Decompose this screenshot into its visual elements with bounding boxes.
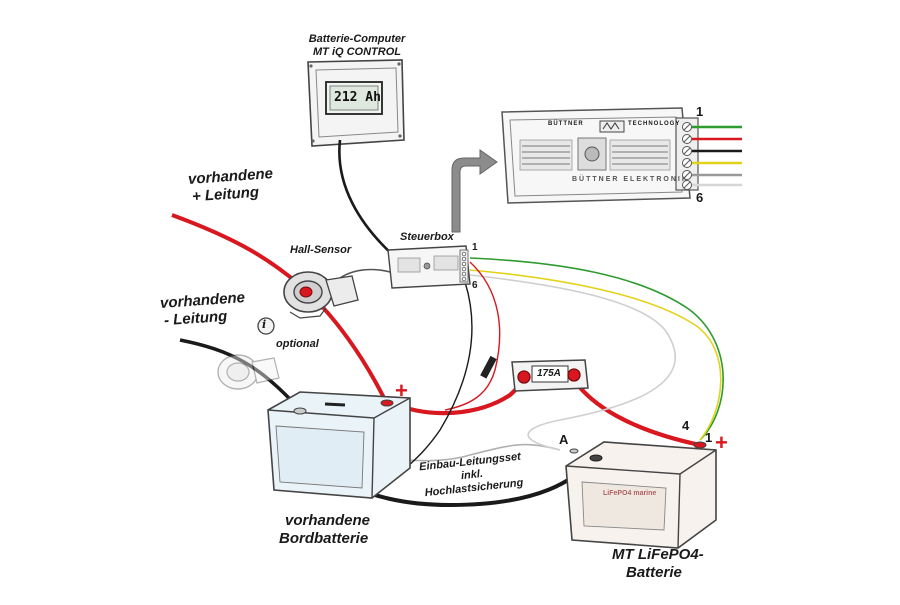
- computer-title-line2: MT iQ CONTROL: [313, 46, 401, 58]
- signal-wire-red: [444, 261, 501, 411]
- existing-minus-wire: [179, 338, 302, 412]
- steuerbox: [387, 245, 471, 289]
- lifepo-plus-terminal: +: [715, 430, 728, 455]
- lifepo4-batterie: [565, 441, 717, 549]
- signal-wire-green: [469, 257, 724, 441]
- computer-cable: [338, 139, 395, 257]
- bordbatterie-label-line2: Bordbatterie: [279, 530, 369, 547]
- steuerbox-pin-6: 6: [472, 280, 478, 291]
- display-value: 212 Ah: [334, 90, 381, 105]
- battery-computer: [307, 59, 405, 147]
- bord-plus-terminal: +: [395, 378, 408, 403]
- computer-title-line1: Batterie-Computer: [308, 33, 406, 45]
- enlarged-steuerbox: [501, 107, 742, 204]
- enlarged-brand-lower: BÜTTNER ELEKTRONIK: [572, 176, 689, 183]
- bordbatterie: [267, 391, 411, 499]
- terminal-1-label: 1: [705, 430, 713, 445]
- optional-label: optional: [276, 338, 319, 350]
- info-symbol: i: [262, 318, 267, 331]
- fuse-to-lifepo-wire: [570, 375, 701, 448]
- steuerbox-pin-1: 1: [472, 242, 478, 253]
- hall-sensor-cable: [339, 268, 391, 279]
- enlarged-brand-right: TECHNOLOGY: [628, 121, 681, 127]
- enlarged-brand-left: BÜTTNER: [548, 121, 584, 127]
- hall-sensor-label: Hall-Sensor: [290, 244, 352, 256]
- fuse-holder: [511, 359, 589, 392]
- enlarge-arrow: [451, 149, 498, 233]
- optional-hall-sensor: [217, 354, 280, 390]
- terminal-a-label: A: [559, 432, 569, 447]
- signal-wire-yellow: [469, 269, 722, 441]
- enlarged-pin-6: 6: [696, 190, 704, 205]
- lifepo-label-line1: MT LiFePO4-: [612, 546, 704, 563]
- signal-wire-white: [469, 274, 676, 451]
- lifepo-brand: LiFePO4 marine: [603, 490, 657, 497]
- enlarged-pin-1: 1: [696, 104, 704, 119]
- signal-wire-black: [403, 281, 473, 471]
- lifepo-label-line2: Batterie: [626, 564, 682, 581]
- fuse-label: 175A: [537, 368, 561, 379]
- enlarged-wires: [692, 125, 742, 187]
- bordbatterie-label-line1: vorhandene: [285, 512, 371, 529]
- steuerbox-label: Steuerbox: [400, 231, 454, 243]
- terminal-4-label: 4: [682, 418, 690, 433]
- hall-sensor: [283, 271, 359, 319]
- info-icon: [257, 317, 275, 335]
